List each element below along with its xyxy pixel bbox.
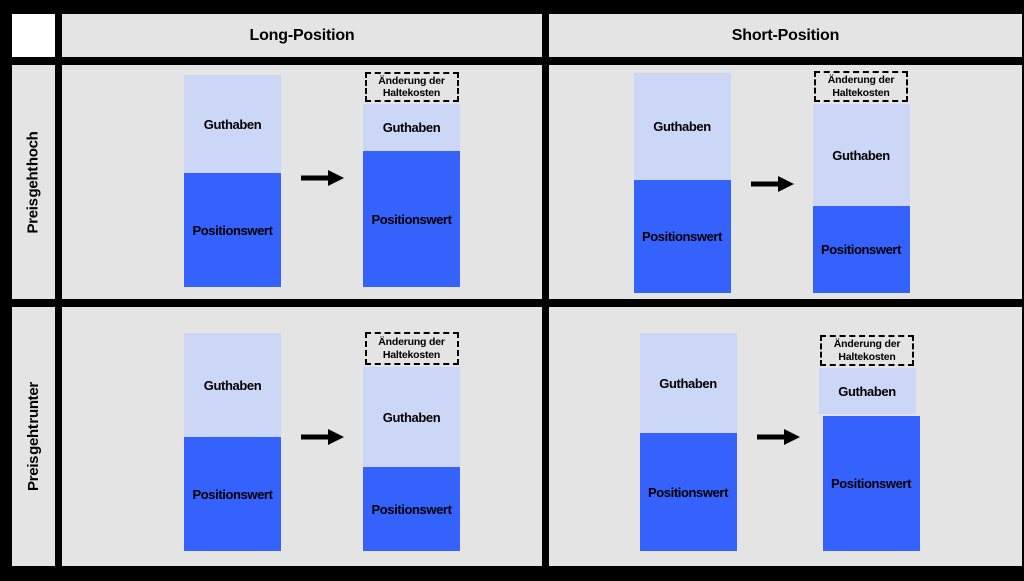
positionswert-label: Positionswert	[830, 476, 912, 491]
row-header-price-down: Preis geht runter	[12, 307, 55, 566]
guthaben-segment: Guthaben	[363, 367, 460, 467]
guthaben-segment: Guthaben	[818, 368, 916, 414]
positionswert-label: Positionswert	[371, 211, 452, 227]
guthaben-segment: Guthaben	[812, 104, 910, 206]
positionswert-segment: Positionswert	[363, 467, 460, 551]
haltekosten-change-box: Änderung der Haltekosten	[364, 332, 459, 365]
haltekosten-change-box: Änderung der Haltekosten	[820, 335, 914, 366]
bar-after: Änderung der Haltekosten Guthaben Positi…	[363, 72, 460, 287]
bar-before: Guthaben Positionswert	[639, 333, 737, 551]
arrow-icon	[731, 176, 813, 192]
guthaben-segment: Guthaben	[633, 73, 731, 180]
arrow-icon	[281, 170, 363, 186]
positionswert-label: Positionswert	[820, 242, 902, 257]
column-header-long-label: Long-Position	[249, 26, 355, 44]
positionswert-segment: Positionswert	[184, 173, 281, 287]
haltekosten-change-label: Änderung der Haltekosten	[827, 74, 895, 99]
corner-cell	[12, 14, 55, 57]
guthaben-label: Guthaben	[382, 120, 441, 135]
haltekosten-change-label: Änderung der Haltekosten	[378, 74, 445, 99]
guthaben-segment: Guthaben	[363, 104, 460, 151]
positionswert-label: Positionswert	[371, 501, 452, 517]
positionswert-segment: Positionswert	[184, 437, 281, 551]
haltekosten-change-box: Änderung der Haltekosten	[364, 72, 459, 102]
positionswert-segment: Positionswert	[822, 416, 920, 551]
positionswert-label: Positionswert	[192, 222, 273, 238]
guthaben-label: Guthaben	[653, 119, 711, 134]
arrow-icon	[281, 429, 363, 445]
holding-costs-table: Long-Position Short-Position Preis geht …	[12, 14, 1022, 566]
guthaben-segment: Guthaben	[184, 75, 281, 173]
bar-before: Guthaben Positionswert	[184, 75, 281, 287]
guthaben-label: Guthaben	[203, 377, 262, 393]
column-header-long-position: Long-Position	[62, 14, 542, 57]
guthaben-label: Guthaben	[832, 147, 890, 163]
row-header-price-down-label: Preis geht runter	[25, 382, 42, 491]
haltekosten-change-label: Änderung der Haltekosten	[378, 336, 445, 361]
row-header-price-up-label: Preis geht hoch	[25, 130, 42, 234]
positionswert-segment: Positionswert	[363, 151, 460, 287]
guthaben-label: Guthaben	[838, 383, 896, 399]
positionswert-label: Positionswert	[647, 484, 729, 500]
guthaben-label: Guthaben	[659, 375, 717, 391]
bar-after: Änderung der Haltekosten Guthaben Positi…	[812, 71, 910, 293]
row-header-price-up: Preis geht hoch	[12, 65, 55, 299]
guthaben-segment: Guthaben	[639, 333, 737, 433]
column-header-short-label: Short-Position	[731, 26, 840, 44]
quadrant-long-price-down: Guthaben Positionswert Änderung der Halt…	[62, 307, 542, 566]
haltekosten-change-box: Änderung der Haltekosten	[814, 71, 908, 102]
positionswert-label: Positionswert	[192, 486, 273, 502]
arrow-icon	[737, 429, 819, 445]
haltekosten-change-label: Änderung der Haltekosten	[833, 338, 901, 363]
bar-after: Änderung der Haltekosten Guthaben Positi…	[363, 332, 460, 551]
quadrant-long-price-up: Guthaben Positionswert Änderung der Halt…	[62, 65, 542, 299]
positionswert-segment: Positionswert	[639, 433, 737, 551]
bar-after: Änderung der Haltekosten Guthaben Positi…	[818, 335, 920, 551]
guthaben-label: Guthaben	[382, 409, 441, 425]
quadrant-short-price-up: Guthaben Positionswert Änderung der Halt…	[549, 65, 1022, 299]
column-header-short-position: Short-Position	[549, 14, 1022, 57]
guthaben-label: Guthaben	[203, 116, 262, 132]
guthaben-segment: Guthaben	[184, 333, 281, 437]
bar-before: Guthaben Positionswert	[184, 333, 281, 551]
bar-before: Guthaben Positionswert	[633, 73, 731, 293]
positionswert-segment: Positionswert	[633, 180, 731, 293]
positionswert-segment: Positionswert	[812, 206, 910, 293]
positionswert-label: Positionswert	[641, 229, 723, 244]
quadrant-short-price-down: Guthaben Positionswert Änderung der Halt…	[549, 307, 1022, 566]
